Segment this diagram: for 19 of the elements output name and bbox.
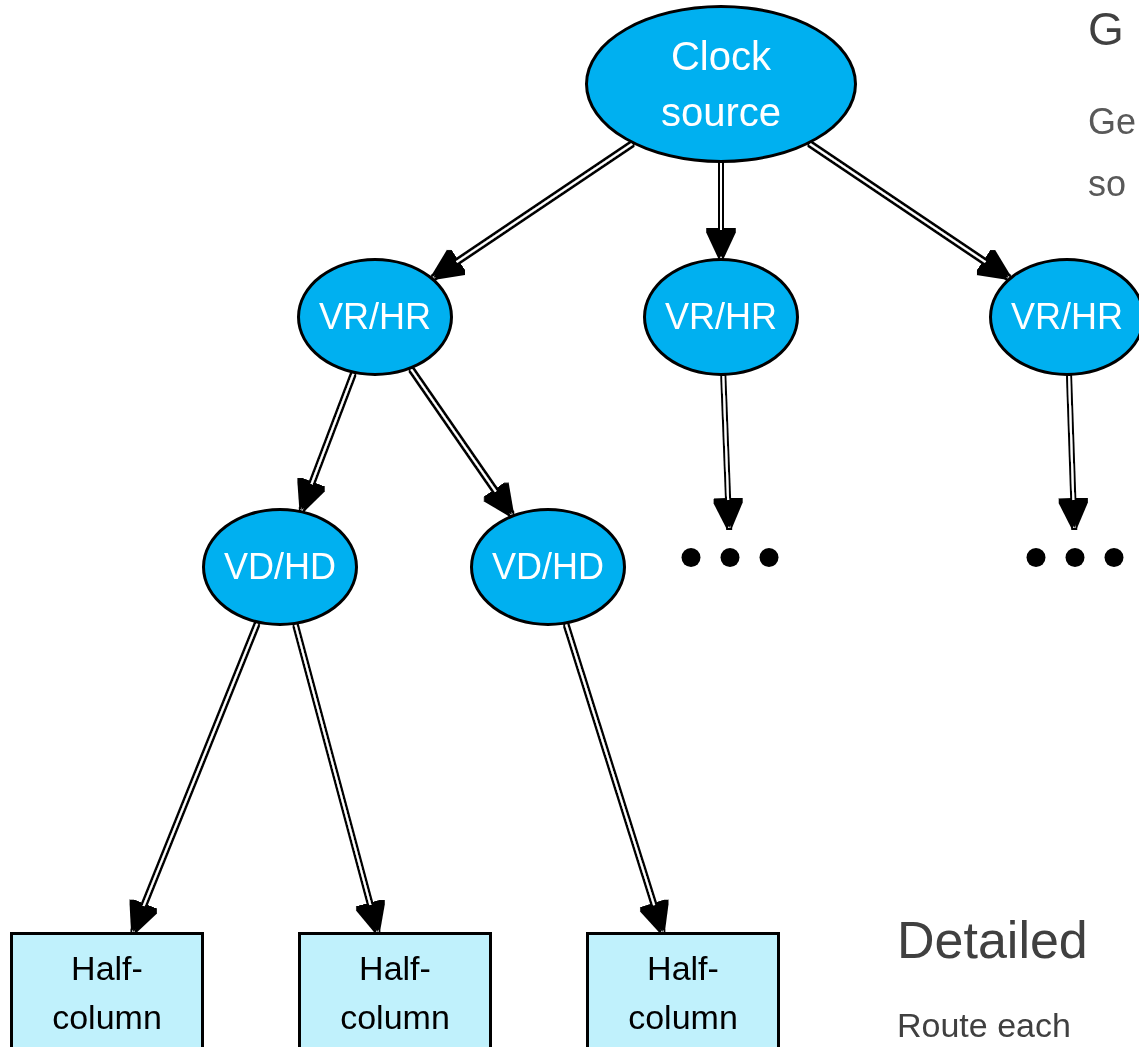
ellipsis-dots-icon [1025, 545, 1125, 570]
side-text: Ge [1088, 104, 1137, 140]
side-text: Route each [897, 1008, 1071, 1042]
node-label: VD/HD [492, 544, 604, 589]
half-column-box [10, 932, 204, 1047]
side-text: so [1088, 166, 1127, 202]
node-label: Half-column [627, 948, 739, 1038]
side-text: Detailed [897, 914, 1088, 966]
ellipsis-dots-icon [680, 545, 780, 570]
side-text: G [1088, 6, 1124, 52]
node-label: Half-column [339, 948, 451, 1038]
node-label: Clock source [659, 33, 783, 136]
node-label: VR/HR [665, 294, 777, 339]
node-label: VD/HD [224, 544, 336, 589]
node-label: VR/HR [319, 294, 431, 339]
node-label: Half-column [51, 948, 163, 1038]
node-label: VR/HR [1011, 294, 1123, 339]
half-column-box [586, 932, 780, 1047]
half-column-box [298, 932, 492, 1047]
